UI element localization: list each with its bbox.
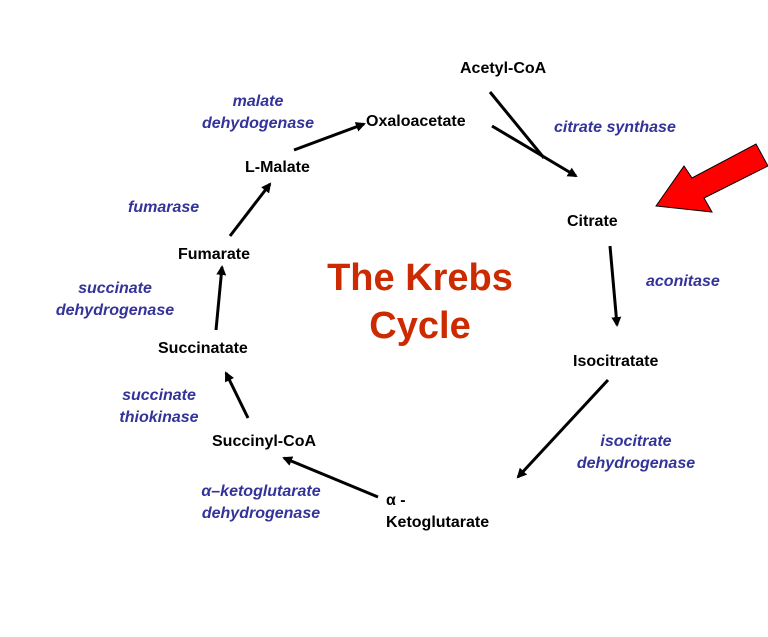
arrow-isocitrate-akg: [516, 378, 610, 479]
arrow-oxaloacetate-citrate: [491, 124, 578, 178]
arrow-akg-succinylcoa: [282, 456, 379, 499]
enzyme-citrate-synthase: citrate synthase: [554, 119, 676, 136]
enzyme-line: thiokinase: [119, 409, 199, 426]
enzyme-line: isocitrate: [600, 433, 672, 450]
enzyme-aconitase: aconitase: [646, 273, 720, 290]
enzyme-line: succinate: [122, 387, 196, 404]
node-oxaloacetate: Oxaloacetate: [366, 113, 466, 130]
enzyme-line: dehydrogenase: [55, 302, 175, 319]
enzyme-isocitrate-dehydrogenase: isocitrate dehydrogenase: [566, 431, 706, 475]
enzyme-malate-dehydrogenase: malate dehydogenase: [188, 91, 328, 135]
enzyme-line: α–ketoglutarate: [201, 483, 321, 500]
enzyme-succinate-dehydrogenase: succinate dehydrogenase: [42, 278, 188, 322]
enzyme-succinate-thiokinase: succinate thiokinase: [104, 385, 214, 429]
acetyl-coa-line: [488, 91, 546, 159]
enzyme-line: dehydrogenase: [576, 455, 696, 472]
node-succinyl-coa: Succinyl-CoA: [212, 433, 317, 450]
enzyme-akg-dehydrogenase: α–ketoglutarate dehydrogenase: [186, 481, 336, 525]
node-acetyl-coa: Acetyl-CoA: [460, 60, 547, 77]
diagram-title: The Krebs Cycle: [300, 254, 540, 350]
node-succinate: Succinatate: [158, 340, 248, 357]
enzyme-line: succinate: [78, 280, 152, 297]
node-l-malate: L-Malate: [245, 159, 310, 176]
alpha-kg-line1: α -: [386, 492, 406, 509]
enzyme-line: dehydrogenase: [201, 505, 321, 522]
node-citrate: Citrate: [567, 213, 618, 230]
enzyme-line: malate: [232, 93, 284, 110]
node-fumarate: Fumarate: [178, 246, 251, 263]
node-alpha-ketoglutarate: α - Ketoglutarate: [386, 490, 489, 534]
enzyme-fumarase: fumarase: [128, 199, 200, 216]
highlight-arrow: [655, 143, 768, 213]
arrow-citrate-isocitrate: [608, 245, 622, 327]
node-isocitrate: Isocitratate: [573, 353, 659, 370]
title-line1: The Krebs: [327, 257, 513, 299]
enzyme-line: dehydogenase: [201, 115, 315, 132]
title-line2: Cycle: [369, 305, 471, 347]
arrow-succinylcoa-succinate: [224, 371, 250, 419]
arrow-fumarate-lmalate: [228, 182, 272, 237]
arrow-lmalate-oxaloacetate: [293, 122, 366, 152]
alpha-kg-line2: Ketoglutarate: [386, 514, 490, 531]
arrow-succinate-fumarate: [214, 265, 227, 331]
